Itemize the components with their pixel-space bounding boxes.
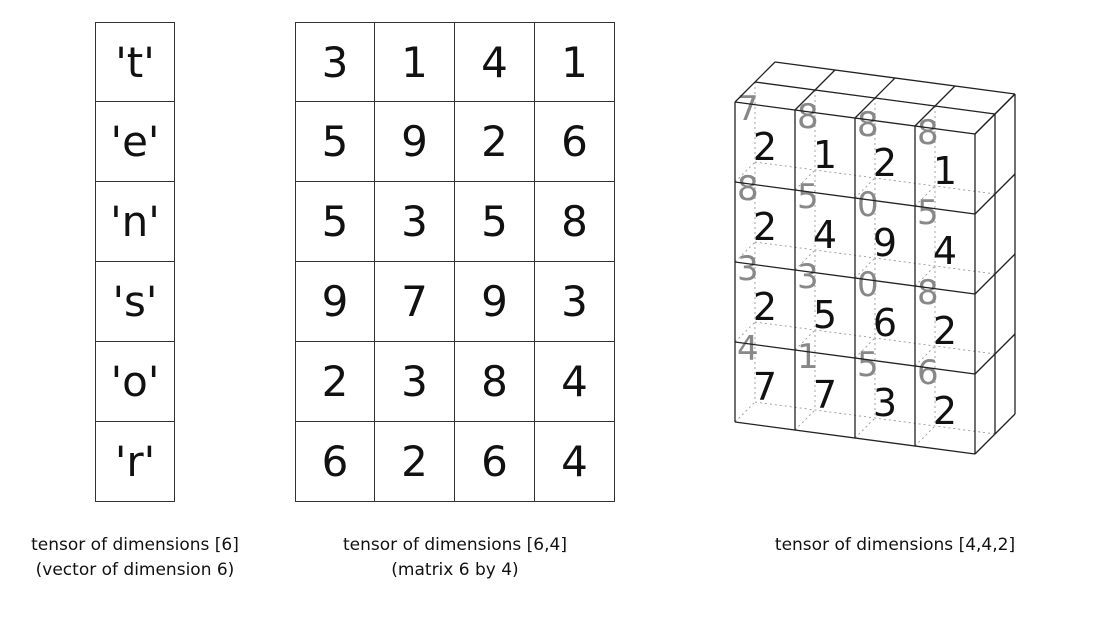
matrix-cell: 3 <box>375 182 455 262</box>
tensor-back-cell: 5 <box>797 177 819 217</box>
tensor-back-cell: 8 <box>917 113 939 153</box>
cube-edge <box>754 81 996 115</box>
matrix-cell: 5 <box>295 182 375 262</box>
tensor-front-cell: 4 <box>933 229 957 273</box>
tensor-back-cell: 8 <box>797 97 819 137</box>
matrix-cell: 5 <box>295 102 375 182</box>
tensor-back-cell: 8 <box>857 105 879 145</box>
matrix-cell: 9 <box>375 102 455 182</box>
tensor-front-cell: 2 <box>933 389 957 433</box>
tensor-back-cell: 5 <box>857 345 879 385</box>
tensor-back-cell: 0 <box>857 265 879 305</box>
matrix-cell: 6 <box>455 422 535 502</box>
matrix-cell: 9 <box>295 262 375 342</box>
tensor-front-cell: 2 <box>933 309 957 353</box>
tensor-front-cell: 7 <box>813 373 837 417</box>
vector-caption-line2: (vector of dimension 6) <box>35 560 235 580</box>
vector-cell: 'o' <box>95 342 175 422</box>
matrix-cell: 4 <box>535 342 615 422</box>
tensor-back-cell: 1 <box>797 337 819 377</box>
vector-caption: tensor of dimensions [6] (vector of dime… <box>15 533 255 583</box>
tensor3d-caption: tensor of dimensions [4,4,2] <box>745 533 1045 558</box>
tensor-front-cell: 5 <box>813 293 837 337</box>
matrix-cell: 2 <box>375 422 455 502</box>
tensor-back-cell: 8 <box>917 273 939 313</box>
tensor-front-cell: 2 <box>753 125 777 169</box>
matrix-cell: 6 <box>295 422 375 502</box>
tensor-front-cell: 6 <box>873 301 897 345</box>
vector-cell: 't' <box>95 22 175 102</box>
vector-cell: 'n' <box>95 182 175 262</box>
matrix-caption-line1: tensor of dimensions [6,4] <box>343 535 567 555</box>
matrix-cell: 2 <box>295 342 375 422</box>
tensor-front-cell: 7 <box>753 365 777 409</box>
matrix-caption-line2: (matrix 6 by 4) <box>391 560 519 580</box>
matrix-cell: 3 <box>535 262 615 342</box>
tensor-back-cell: 8 <box>737 169 759 209</box>
matrix-cell: 3 <box>295 22 375 102</box>
tensor-front-cell: 4 <box>813 213 837 257</box>
tensor-back-cell: 3 <box>797 257 819 297</box>
matrix-cell: 6 <box>535 102 615 182</box>
cube-edge <box>774 61 1016 95</box>
matrix-cell: 1 <box>535 22 615 102</box>
tensor-back-cell: 3 <box>737 249 759 289</box>
tensor-front-cell: 3 <box>873 381 897 425</box>
tensor-back-cell: 6 <box>917 353 939 393</box>
vector-caption-line1: tensor of dimensions [6] <box>31 535 239 555</box>
vector-grid: 't''e''n''s''o''r' <box>95 22 175 502</box>
matrix-cell: 7 <box>375 262 455 342</box>
tensor-back-cell: 0 <box>857 185 879 225</box>
tensor-back-cell: 5 <box>917 193 939 233</box>
vector-cell: 's' <box>95 262 175 342</box>
matrix-cell: 5 <box>455 182 535 262</box>
tensor-back-cell: 4 <box>737 329 759 369</box>
matrix-cell: 1 <box>375 22 455 102</box>
matrix-cell: 9 <box>455 262 535 342</box>
tensor-front-cell: 9 <box>873 221 897 265</box>
matrix-cell: 8 <box>455 342 535 422</box>
tensor-front-cell: 2 <box>753 285 777 329</box>
matrix-caption: tensor of dimensions [6,4] (matrix 6 by … <box>315 533 595 583</box>
matrix-cell: 4 <box>535 422 615 502</box>
matrix-cell: 8 <box>535 182 615 262</box>
tensor-front-cell: 1 <box>813 133 837 177</box>
tensor3d-caption-line1: tensor of dimensions [4,4,2] <box>774 535 1016 555</box>
tensor-front-cell: 2 <box>873 141 897 185</box>
vector-cell: 'e' <box>95 102 175 182</box>
matrix-cell: 4 <box>455 22 535 102</box>
tensor-back-cell: 7 <box>737 89 759 129</box>
matrix-cell: 3 <box>375 342 455 422</box>
tensor-front-cell: 1 <box>933 149 957 193</box>
vector-cell: 'r' <box>95 422 175 502</box>
tensor-front-cell: 2 <box>753 205 777 249</box>
matrix-cell: 2 <box>455 102 535 182</box>
